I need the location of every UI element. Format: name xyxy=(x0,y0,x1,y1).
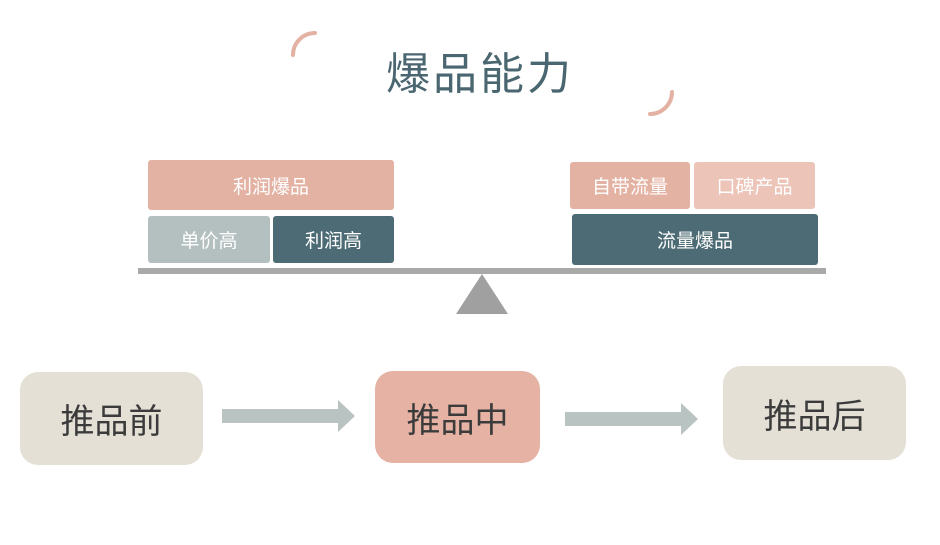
profit-hit-block: 利润爆品 xyxy=(148,160,394,210)
stage-before: 推品前 xyxy=(20,372,203,465)
traffic-hit-block: 流量爆品 xyxy=(572,214,818,265)
stage-during: 推品中 xyxy=(375,371,540,463)
high-unit-price-block: 单价高 xyxy=(148,216,270,263)
built-in-traffic-block: 自带流量 xyxy=(570,162,690,209)
title-arc-bottom-right xyxy=(648,90,674,116)
word-of-mouth-block: 口碑产品 xyxy=(694,162,815,209)
stage-after: 推品后 xyxy=(723,366,906,460)
balance-beam xyxy=(138,268,826,274)
arrow-right-icon xyxy=(565,403,698,435)
arrow-right-icon xyxy=(222,400,355,432)
high-profit-block: 利润高 xyxy=(273,216,394,263)
fulcrum-triangle xyxy=(456,274,508,314)
page-title: 爆品能力 xyxy=(386,49,574,100)
title-arc-top-left xyxy=(291,31,317,57)
